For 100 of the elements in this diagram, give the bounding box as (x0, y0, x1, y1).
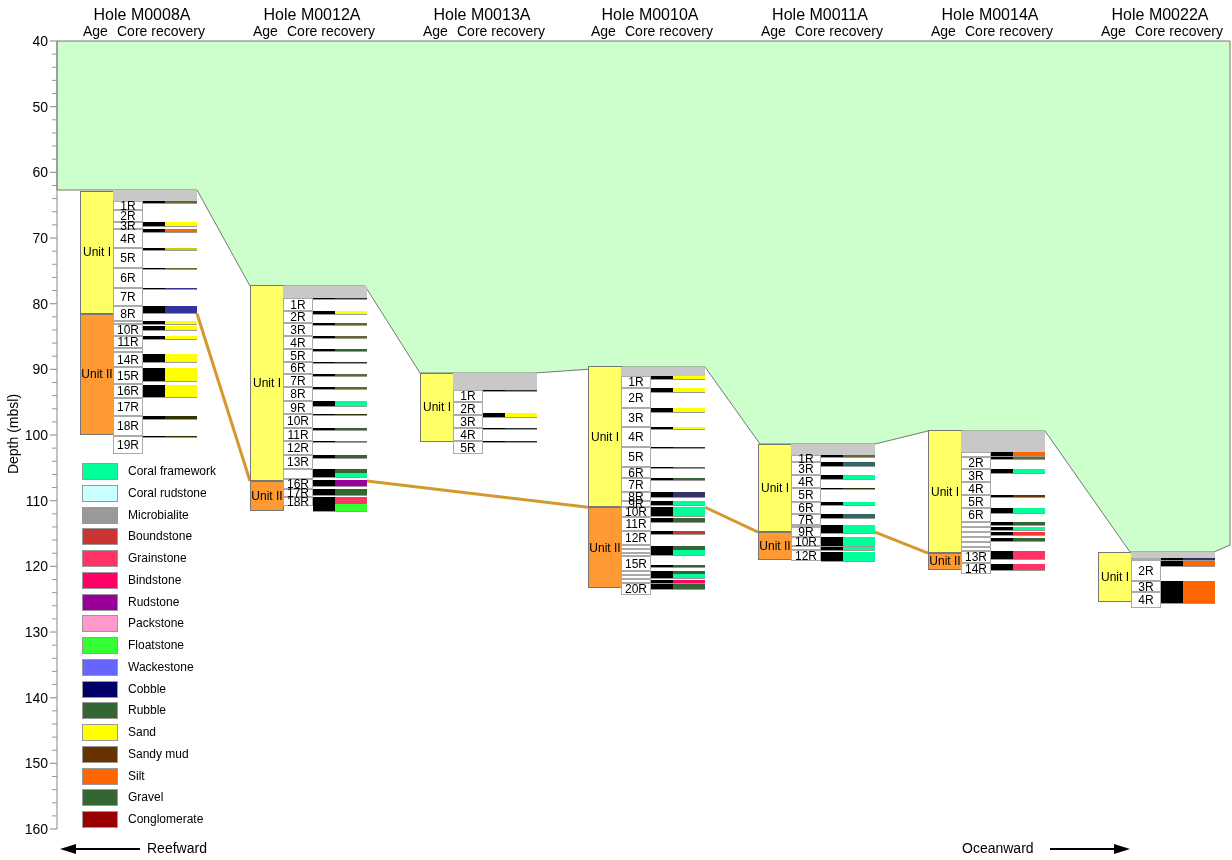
correlation-line (366, 479, 589, 509)
core-label: 12R (286, 442, 310, 454)
core-label: 11R (624, 518, 648, 530)
core-label: 5R (289, 349, 307, 362)
tick-label: 130 (23, 624, 48, 640)
core-label: 8R (119, 307, 137, 320)
tick-label: 150 (23, 755, 48, 772)
core-label: 2R (1137, 564, 1155, 577)
core-label: 3R (967, 469, 985, 482)
core-label: 3R (627, 411, 645, 424)
tick-label: 140 (23, 689, 48, 706)
core-label: 14R (964, 562, 988, 575)
column-heading: Hole M0012A (263, 6, 361, 24)
core-log-drawing (621, 367, 705, 595)
core-label: 4R (289, 336, 307, 349)
core-label: 4R (967, 482, 985, 495)
core-label: 8R (289, 388, 307, 400)
tick-label: 40 (31, 33, 48, 49)
column-heading: Hole M0011A (772, 6, 868, 24)
core-label: 3R (119, 219, 137, 232)
core-label: 2R (459, 402, 477, 415)
column-subheading: Age (931, 23, 956, 39)
correlation-line (704, 505, 759, 534)
unit-box: Unit I (80, 191, 114, 314)
core-label: 15R (624, 557, 648, 570)
column-heading: Hole M0010A (601, 6, 699, 24)
core-label: 11R (286, 428, 310, 441)
unit-box: Unit II (80, 313, 114, 435)
legend-label: Packstone (128, 615, 185, 633)
legend-label: Coral rudstone (128, 484, 207, 502)
core-log-drawing (1131, 552, 1215, 608)
core-log-drawing (961, 431, 1045, 574)
unit-box: Unit I (420, 373, 454, 442)
core-label: 1R (797, 452, 815, 465)
unit-box: Unit II (250, 481, 284, 511)
core-label: 1R (459, 390, 477, 402)
legend-label: Bindstone (128, 571, 182, 589)
legend-label: Rudstone (128, 593, 180, 611)
core-label: 9R (797, 526, 815, 538)
core-label: 2R (119, 210, 137, 222)
core-label: 18R (116, 420, 140, 432)
column-subheading: Core recovery (625, 23, 713, 39)
core-label: 14R (116, 353, 140, 366)
unit-box: Unit I (928, 430, 962, 554)
core-log-drawing (453, 373, 537, 454)
core-label: 6R (967, 509, 985, 521)
core-label: 4R (797, 475, 815, 488)
core-label: 19R (116, 439, 140, 451)
core-label: 7R (119, 291, 137, 303)
tick-label: 60 (31, 164, 48, 181)
core-label: 10R (794, 535, 818, 548)
column-subheading: Core recovery (117, 23, 205, 39)
unit-box: Unit I (1098, 551, 1132, 603)
column-subheading: Core recovery (795, 23, 883, 39)
core-label: 6R (627, 466, 645, 479)
unit-box: Unit II (588, 507, 622, 588)
legend-label: Silt (128, 767, 145, 785)
core-label: 10R (286, 415, 310, 427)
core-label: 5R (627, 451, 645, 463)
column-heading: Hole M0014A (941, 6, 1039, 24)
core-label: 17R (116, 401, 140, 413)
column-subheading: Age (83, 23, 108, 39)
core-log-drawing (283, 286, 367, 512)
direction-label: Oceanward (962, 840, 1034, 856)
tick-label: 70 (31, 230, 48, 246)
unit-box: Unit I (758, 443, 792, 533)
legend-label: Wackestone (128, 658, 194, 676)
legend-label: Coral framework (128, 463, 217, 480)
core-label: 3R (289, 323, 307, 336)
unit-box: Unit I (588, 366, 622, 508)
core-label: 1R (289, 298, 307, 311)
legend-label: Boundstone (128, 528, 193, 546)
legend-label: Rubble (128, 702, 167, 720)
core-log-drawing (791, 444, 875, 562)
tick-label: 120 (23, 558, 48, 575)
legend-label: Floatstone (128, 637, 185, 654)
core-label: 5R (459, 441, 477, 454)
correlation-line (195, 313, 252, 482)
core-label: 4R (119, 232, 137, 245)
unit-box: Unit II (758, 532, 792, 560)
column-heading: Hole M0008A (93, 6, 191, 24)
core-label: 5R (967, 495, 985, 508)
core-label: 1R (627, 376, 645, 388)
core-label: 12R (624, 532, 648, 544)
core-label: 5R (797, 489, 815, 501)
column-subheading: Core recovery (287, 23, 375, 39)
core-label: 9R (289, 401, 307, 414)
legend-label: Conglomerate (128, 811, 204, 828)
core-label: 3R (459, 415, 477, 428)
core-label: 2R (967, 457, 985, 469)
core-label: 4R (1137, 594, 1155, 606)
column-subheading: Core recovery (1135, 23, 1223, 39)
core-label: 10R (116, 324, 140, 336)
legend-label: Gravel (128, 789, 164, 807)
core-label: 20R (624, 583, 648, 595)
core-log-drawing (113, 190, 197, 454)
correlation-line (874, 530, 929, 555)
core-label: 5R (119, 252, 137, 264)
core-label: 6R (289, 362, 307, 374)
core-label: 7R (627, 479, 645, 491)
